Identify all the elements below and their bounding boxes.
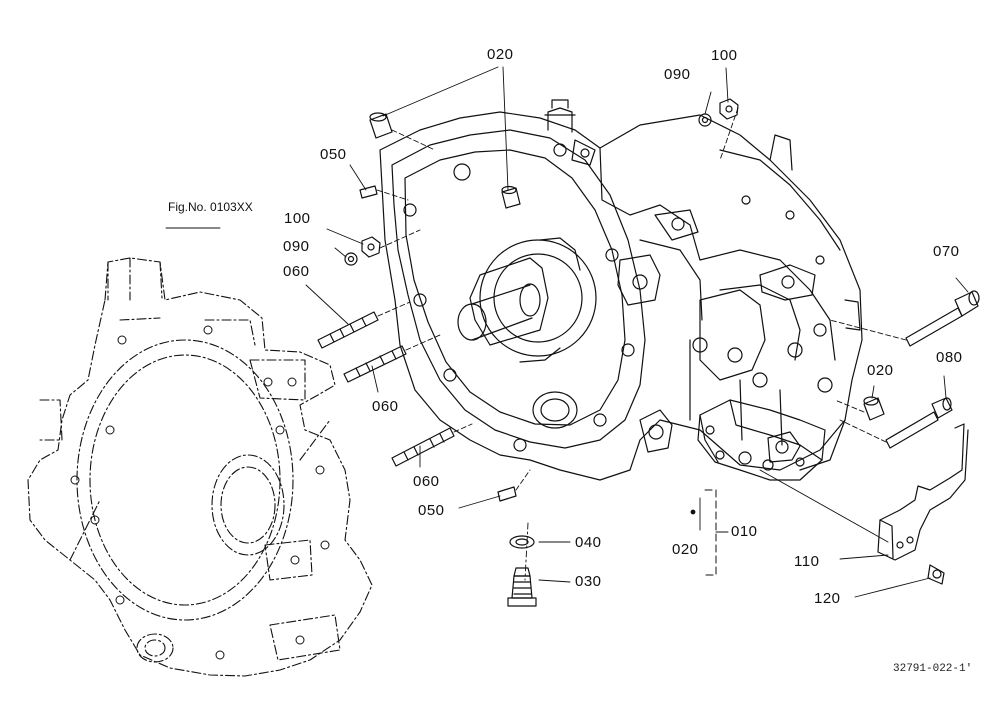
figure-reference-label: Fig.No.: [168, 200, 207, 214]
document-number: 32791-022-1': [893, 663, 973, 675]
bush-020-center: [501, 185, 521, 209]
part-label-110[interactable]: 110: [794, 553, 820, 570]
plug-030: [507, 567, 537, 607]
bush-020-right: [863, 396, 885, 421]
gasket-040: [509, 535, 535, 549]
flywheel-housing-bolt-holes: [70, 325, 330, 660]
part-label-020-bottom[interactable]: 020: [672, 541, 699, 558]
part-label-030[interactable]: 030: [575, 573, 602, 590]
bush-020-top: [369, 112, 393, 139]
leader-lines: [305, 66, 969, 598]
bracket-110: [877, 423, 969, 561]
part-label-060-middle[interactable]: 060: [372, 398, 399, 415]
bolt-120: [927, 564, 945, 585]
figure-reference[interactable]: Fig.No. 0103XX: [168, 200, 253, 214]
transmission-case: [379, 99, 863, 481]
stud-060-upper: [317, 311, 379, 349]
flywheel-housing-phantom: [27, 257, 373, 677]
bolt-070: [905, 290, 980, 347]
part-label-070[interactable]: 070: [933, 243, 960, 260]
part-label-100-left[interactable]: 100: [284, 210, 311, 227]
part-label-090-left[interactable]: 090: [283, 238, 310, 255]
pin-050-upper: [359, 185, 378, 199]
part-label-060-upper[interactable]: 060: [283, 263, 310, 280]
valve-block: [697, 399, 826, 481]
assembly-dot-010: [690, 509, 696, 515]
part-label-080[interactable]: 080: [936, 349, 963, 366]
part-label-090-top[interactable]: 090: [664, 66, 691, 83]
part-label-050-lower[interactable]: 050: [418, 502, 445, 519]
part-label-120[interactable]: 120: [814, 590, 841, 607]
figure-reference-number: 0103XX: [210, 200, 253, 214]
stud-060-middle: [343, 345, 407, 383]
bracket-010-020: [704, 489, 729, 576]
bolt-080: [885, 397, 953, 449]
nut-100-left: [361, 236, 381, 258]
stud-060-lower: [391, 427, 455, 467]
washer-090-left: [344, 252, 358, 266]
part-label-100-top[interactable]: 100: [711, 47, 738, 64]
part-label-040[interactable]: 040: [575, 534, 602, 551]
part-label-020-right[interactable]: 020: [867, 362, 894, 379]
part-label-020-top[interactable]: 020: [487, 46, 514, 63]
nut-100-top: [719, 98, 739, 120]
part-label-010[interactable]: 010: [731, 523, 758, 540]
part-label-060-lower[interactable]: 060: [413, 473, 440, 490]
part-label-050-upper[interactable]: 050: [320, 146, 347, 163]
pin-050-lower: [497, 486, 517, 502]
